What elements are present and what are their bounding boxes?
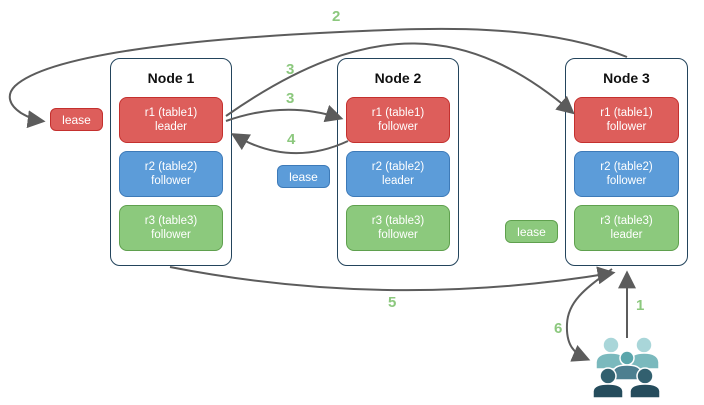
arrow-step-5-node1-to-node3: [169, 266, 616, 292]
replica-role: follower: [606, 175, 647, 187]
node-3-title: Node 3: [603, 70, 650, 86]
node-1-title: Node 1: [147, 70, 195, 86]
node-1: Node 1 r1 (table1) leader r2 (table2) fo…: [110, 58, 232, 266]
arrow-step-2-node3-to-red-lease: [8, 27, 628, 129]
step-label-4: 4: [287, 131, 296, 148]
replica-name: r3 (table3): [144, 215, 198, 227]
node-1-replica-r2: r2 (table2) follower: [119, 151, 223, 197]
step-label-3a: 3: [286, 61, 295, 78]
replica-name: r3 (table3): [600, 215, 653, 227]
arrow-step-6-node3-to-users: [565, 268, 613, 362]
lease-red: lease: [50, 108, 103, 131]
replica-role: follower: [606, 121, 647, 133]
node-2-replica-r3: r3 (table3) follower: [346, 205, 450, 251]
lease-green: lease: [505, 220, 558, 243]
replica-name: r2 (table2): [144, 161, 198, 173]
step-label-3b: 3: [286, 90, 295, 107]
replica-role: follower: [151, 175, 191, 187]
replica-role: leader: [610, 229, 643, 241]
node-2-replica-r1: r1 (table1) follower: [346, 97, 450, 143]
node-3-replica-r2: r2 (table2) follower: [574, 151, 679, 197]
replica-role: follower: [378, 229, 418, 241]
node-1-replica-r3: r3 (table3) follower: [119, 205, 223, 251]
replica-role: follower: [151, 229, 191, 241]
step-label-1: 1: [636, 297, 645, 314]
replica-name: r1 (table1): [600, 107, 653, 119]
replica-role: leader: [382, 175, 414, 187]
step-label-5: 5: [388, 294, 397, 311]
node-2-replica-r2: r2 (table2) leader: [346, 151, 450, 197]
replica-role: follower: [378, 121, 418, 133]
arrow-step-3-node1-to-node2: [225, 104, 344, 123]
replica-name: r3 (table3): [371, 215, 425, 227]
replica-name: r2 (table2): [371, 161, 425, 173]
node-2-title: Node 2: [374, 70, 422, 86]
replica-name: r1 (table1): [371, 107, 425, 119]
step-label-2: 2: [332, 8, 341, 25]
node-3-replica-r1: r1 (table1) follower: [574, 97, 679, 143]
node-1-replica-r1: r1 (table1) leader: [119, 97, 223, 143]
users-icon: [592, 336, 661, 399]
replica-role: leader: [155, 121, 187, 133]
lease-blue: lease: [277, 165, 330, 188]
node-3-replica-r3: r3 (table3) leader: [574, 205, 679, 251]
node-3: Node 3 r1 (table1) follower r2 (table2) …: [565, 58, 688, 266]
node-2: Node 2 r1 (table1) follower r2 (table2) …: [337, 58, 459, 266]
replica-name: r2 (table2): [600, 161, 653, 173]
replica-name: r1 (table1): [144, 107, 198, 119]
step-label-6: 6: [554, 320, 563, 337]
